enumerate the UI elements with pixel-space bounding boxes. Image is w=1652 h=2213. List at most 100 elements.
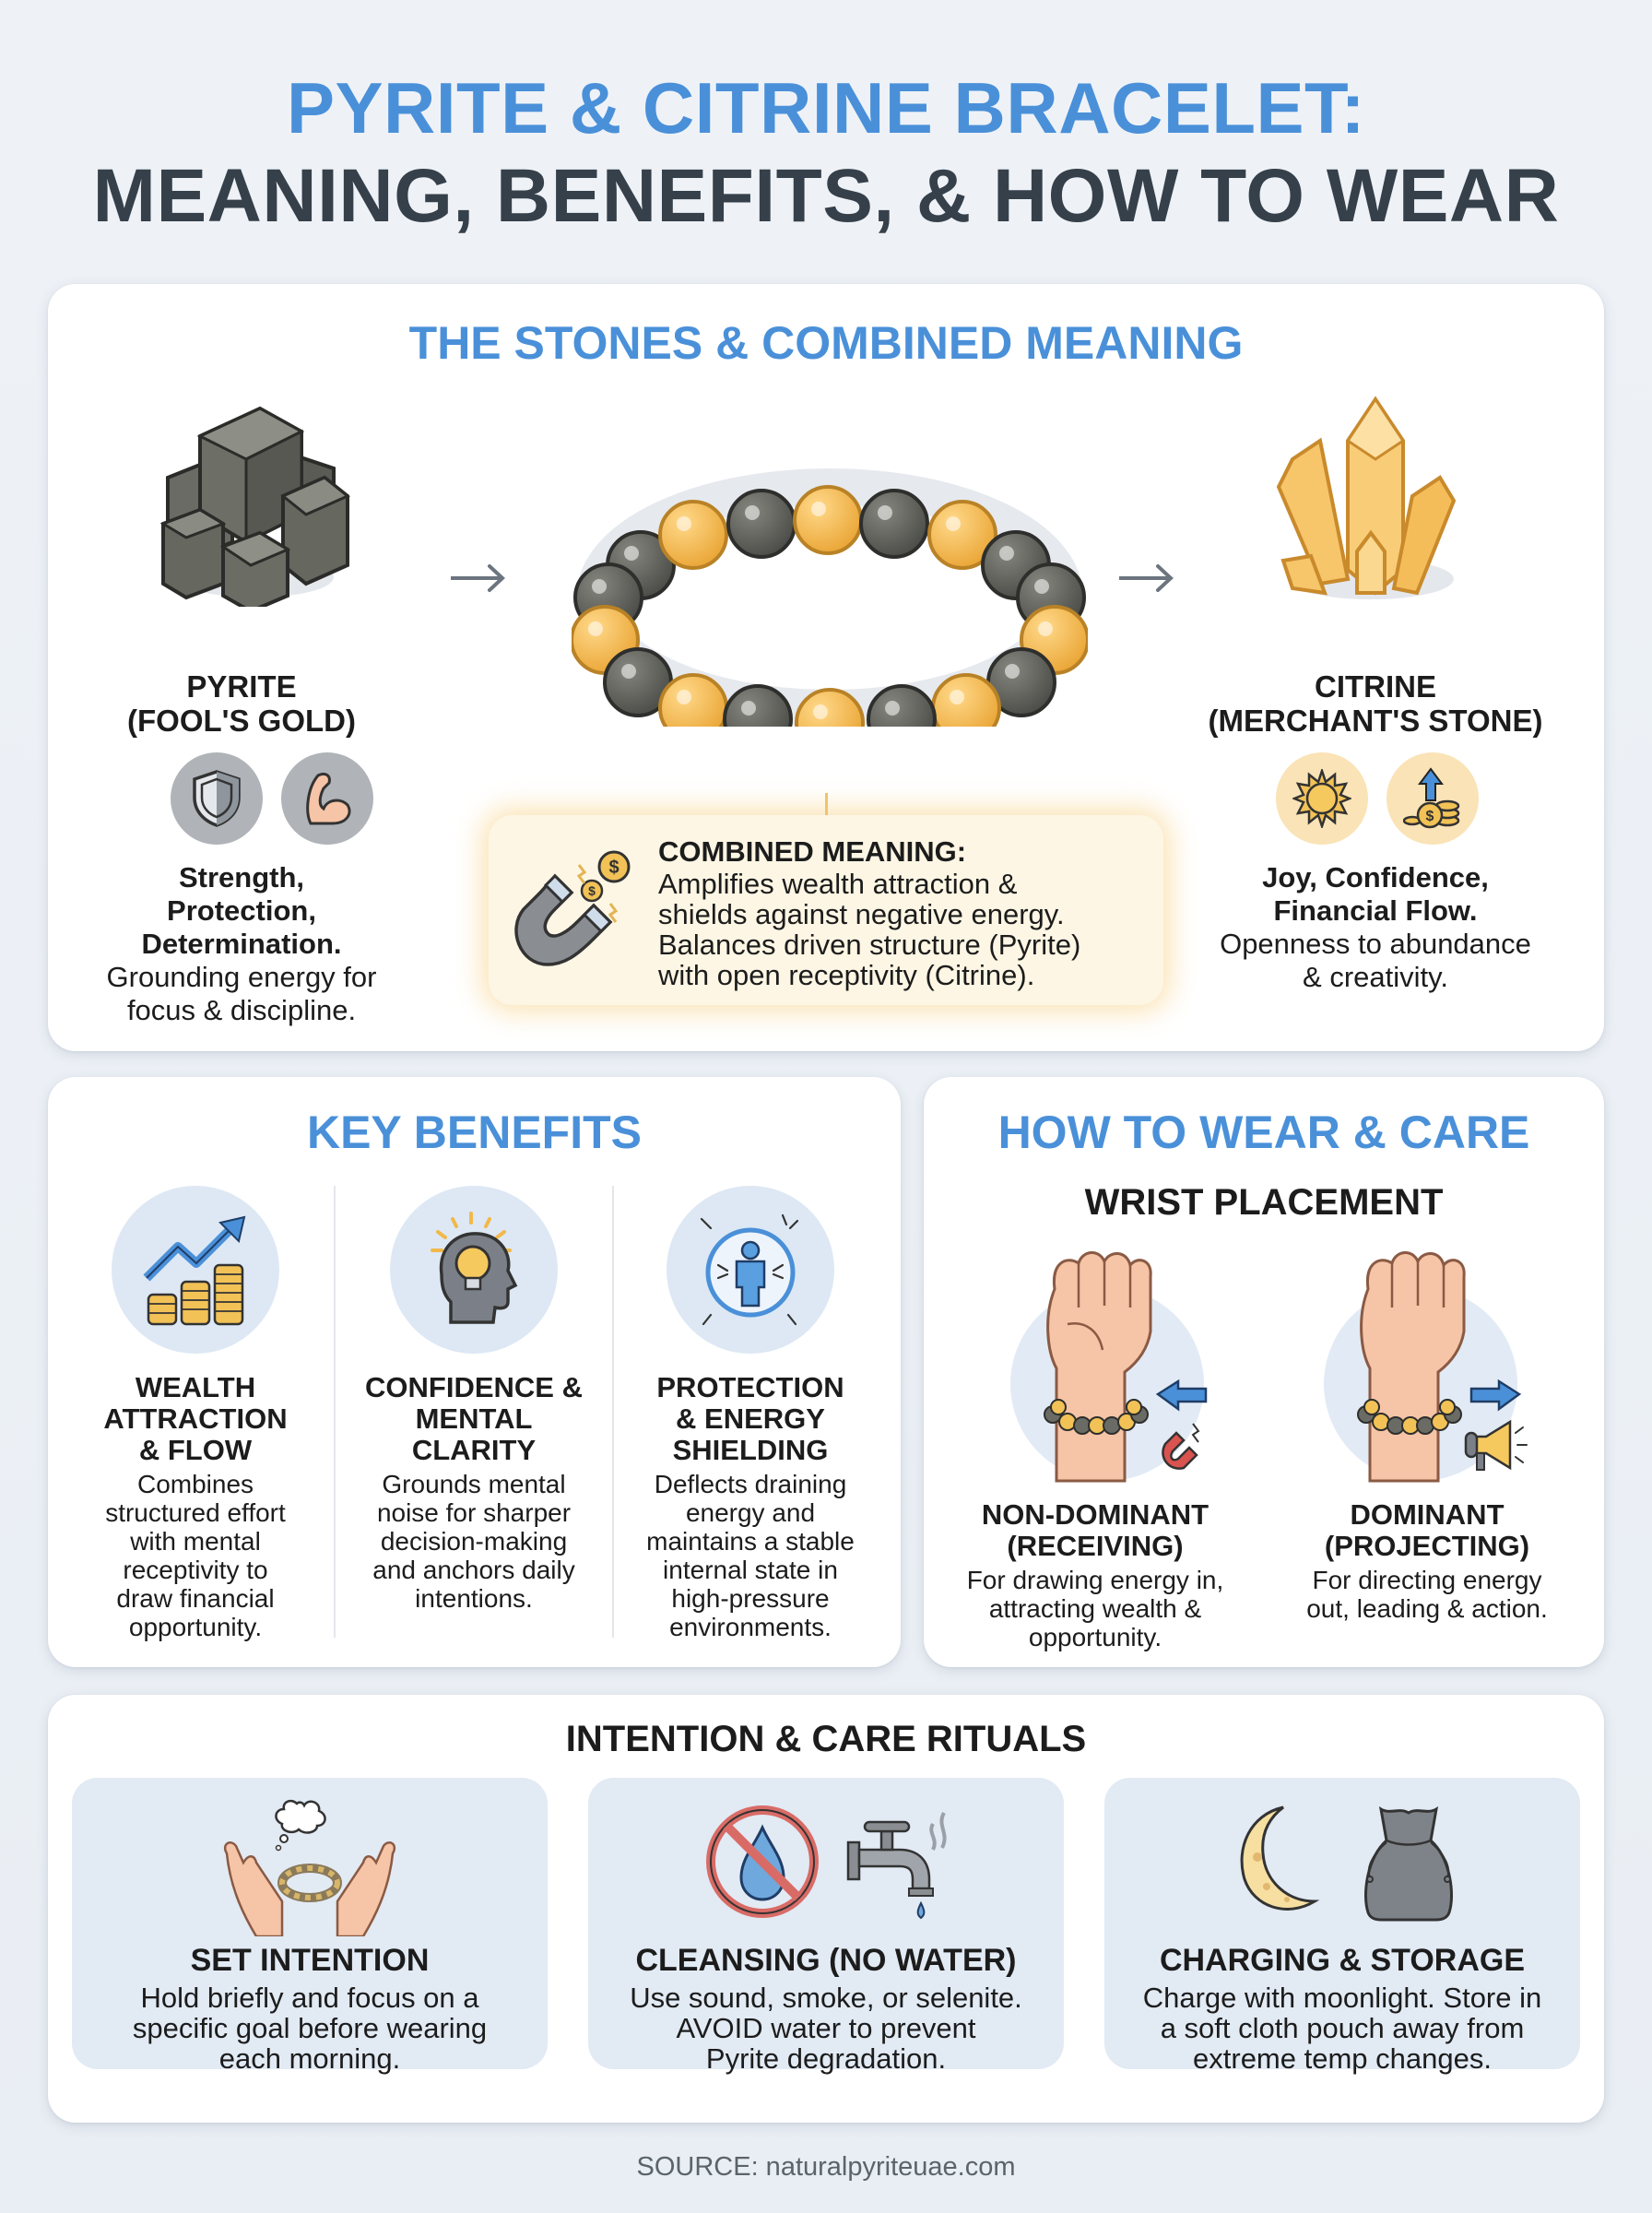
benefit-text-line: with mental: [130, 1527, 261, 1556]
shield-icon: [171, 752, 263, 845]
wrist-placement-heading: WRIST PLACEMENT: [1084, 1182, 1444, 1223]
svg-text:$: $: [608, 858, 619, 878]
wrist-text-line: out, leading & action.: [1306, 1594, 1548, 1623]
benefit-confidence: CONFIDENCE & MENTAL CLARITY Grounds ment…: [336, 1077, 612, 1667]
combined-line-4: with open receptivity (Citrine).: [658, 959, 1035, 991]
benefit-title-line: & FLOW: [138, 1434, 253, 1466]
benefit-text: Deflects draining energy and maintains a…: [612, 1470, 889, 1641]
ritual-text-line: Use sound, smoke, or selenite.: [630, 1982, 1022, 2014]
citrine-name: CITRINE (MERCHANT'S STONE): [1191, 669, 1560, 738]
benefit-text: Grounds mental noise for sharper decisio…: [336, 1470, 612, 1613]
benefit-text-line: decision-making: [380, 1527, 568, 1556]
citrine-crystal-icon: [1256, 385, 1486, 611]
shielded-person-icon: [667, 1186, 834, 1354]
wrist-title-line: NON-DOMINANT: [981, 1498, 1210, 1531]
citrine-keywords-line-2: Financial Flow.: [1273, 894, 1478, 927]
column-divider: [334, 1186, 336, 1638]
no-water-icon: [702, 1802, 822, 1922]
benefit-title-line: SHIELDING: [672, 1434, 829, 1466]
benefit-text-line: Combines: [136, 1470, 254, 1498]
flexed-bicep-icon: [281, 752, 373, 845]
wrist-title: NON-DOMINANT (RECEIVING): [938, 1499, 1252, 1562]
wrist-title-line: (PROJECTING): [1324, 1530, 1530, 1562]
ritual-text: Charge with moonlight. Store in a soft c…: [1114, 1982, 1571, 2074]
benefit-text-line: internal state in: [663, 1556, 838, 1584]
arrow-right-icon: [449, 562, 508, 598]
benefit-text-line: structured effort: [105, 1498, 286, 1527]
benefit-text: Combines structured effort with mental r…: [57, 1470, 334, 1641]
fist-bracelet-megaphone-icon: [1316, 1243, 1547, 1492]
combined-meaning-box: $ $ COMBINED MEANING: Amplifies wealth a…: [489, 815, 1163, 1005]
ritual-text-line: specific goal before wearing: [132, 2012, 488, 2044]
benefit-title-line: MENTAL: [415, 1402, 533, 1435]
benefit-text-line: receptivity to: [123, 1556, 268, 1584]
wrist-non-dominant: NON-DOMINANT (RECEIVING) For drawing ene…: [938, 1243, 1252, 1651]
pyrite-keywords-line-2: Determination.: [141, 928, 342, 960]
page-title-line-1: PYRITE & CITRINE BRACELET:: [286, 67, 1366, 148]
benefit-text-line: draw financial: [116, 1584, 275, 1613]
wear-heading: HOW TO WEAR & CARE: [997, 1106, 1530, 1158]
wrist-dominant: DOMINANT (PROJECTING) For directing ener…: [1270, 1243, 1584, 1649]
ritual-charging-storage: CHARGING & STORAGE Charge with moonlight…: [1104, 1778, 1580, 2074]
ritual-cleansing: CLEANSING (NO WATER) Use sound, smoke, o…: [588, 1778, 1064, 2074]
magnet-coins-icon: $ $: [513, 846, 642, 976]
citrine-keywords-line-1: Joy, Confidence,: [1262, 861, 1489, 893]
svg-text:$: $: [588, 883, 596, 898]
combined-meaning-title: COMBINED MEANING:: [658, 835, 967, 868]
pyrite-name-line-2: (FOOL'S GOLD): [127, 704, 356, 738]
citrine-name-line-1: CITRINE: [1315, 669, 1436, 704]
benefit-text-line: high-pressure: [671, 1584, 830, 1613]
svg-text:$: $: [1426, 809, 1434, 824]
crescent-moon-icon: [1222, 1802, 1333, 1922]
benefit-text-line: maintains a stable: [646, 1527, 855, 1556]
pyrite-keywords-line-1: Strength, Protection,: [167, 861, 316, 927]
arrow-right-icon: [1117, 562, 1176, 598]
ritual-text: Hold briefly and focus on a specific goa…: [81, 1982, 538, 2074]
benefit-title-line: PROTECTION: [656, 1371, 844, 1403]
wrist-text: For drawing energy in, attracting wealth…: [938, 1566, 1252, 1651]
faucet-icon: [844, 1805, 955, 1925]
wrist-text-line: For drawing energy in,: [966, 1566, 1224, 1594]
pyrite-cubes-icon: [149, 385, 352, 614]
ritual-title: CLEANSING (NO WATER): [635, 1943, 1017, 1978]
benefit-text-line: opportunity.: [128, 1613, 263, 1641]
stones-heading: THE STONES & COMBINED MEANING: [408, 317, 1244, 369]
ritual-text-line: AVOID water to prevent: [676, 2012, 976, 2044]
wrist-text-line: For directing energy: [1312, 1566, 1542, 1594]
ritual-text-line: extreme temp changes.: [1193, 2042, 1492, 2075]
ritual-set-intention: SET INTENTION Hold briefly and focus on …: [72, 1778, 548, 2074]
source-credit: SOURCE: naturalpyriteuae.com: [636, 2152, 1016, 2182]
page-title-line-2: MEANING, BENEFITS, & HOW TO WEAR: [92, 154, 1560, 238]
wrist-text-line: opportunity.: [1028, 1623, 1162, 1651]
citrine-desc-line-1: Openness to abundance: [1220, 928, 1531, 960]
benefit-text-line: intentions.: [415, 1584, 533, 1613]
citrine-name-line-2: (MERCHANT'S STONE): [1208, 704, 1543, 738]
wrist-title: DOMINANT (PROJECTING): [1270, 1499, 1584, 1562]
coins-growth-chart-icon: [112, 1186, 279, 1354]
cloth-pouch-icon: [1353, 1804, 1464, 1923]
ritual-text-line: Hold briefly and focus on a: [140, 1982, 479, 2014]
wrist-text-line: attracting wealth &: [988, 1594, 1202, 1623]
ritual-text-line: each morning.: [218, 2042, 401, 2075]
benefits-heading: KEY BENEFITS: [306, 1106, 643, 1158]
benefit-text-line: Deflects draining: [654, 1470, 847, 1498]
benefit-text-line: environments.: [669, 1613, 832, 1641]
rituals-card: INTENTION & CARE RITUALS SET INTENTION H…: [48, 1695, 1604, 2123]
pyrite-description: Strength, Protection, Determination. Gro…: [103, 861, 380, 1027]
coins-arrow-up-icon: $: [1386, 752, 1479, 845]
ritual-text-line: Pyrite degradation.: [705, 2042, 947, 2075]
benefit-text-line: noise for sharper: [376, 1498, 572, 1527]
benefit-title-line: WEALTH: [135, 1371, 256, 1403]
pyrite-desc-line-1: Grounding energy for: [106, 961, 377, 993]
benefit-text-line: Grounds mental: [382, 1470, 566, 1498]
benefit-wealth: WEALTH ATTRACTION & FLOW Combines struct…: [57, 1077, 334, 1667]
sun-icon: [1276, 752, 1368, 845]
rituals-heading: INTENTION & CARE RITUALS: [565, 1719, 1087, 1759]
ritual-title: CHARGING & STORAGE: [1159, 1943, 1526, 1978]
benefit-protection: PROTECTION & ENERGY SHIELDING Deflects d…: [612, 1077, 889, 1667]
wear-card: HOW TO WEAR & CARE WRIST PLACEMENT NON-D…: [924, 1077, 1604, 1667]
benefit-text-line: energy and: [685, 1498, 816, 1527]
stones-card: THE STONES & COMBINED MEANING: [48, 284, 1604, 1051]
bracelet-icon: [570, 450, 1090, 758]
ritual-text-line: Charge with moonlight. Store in: [1142, 1982, 1542, 2014]
